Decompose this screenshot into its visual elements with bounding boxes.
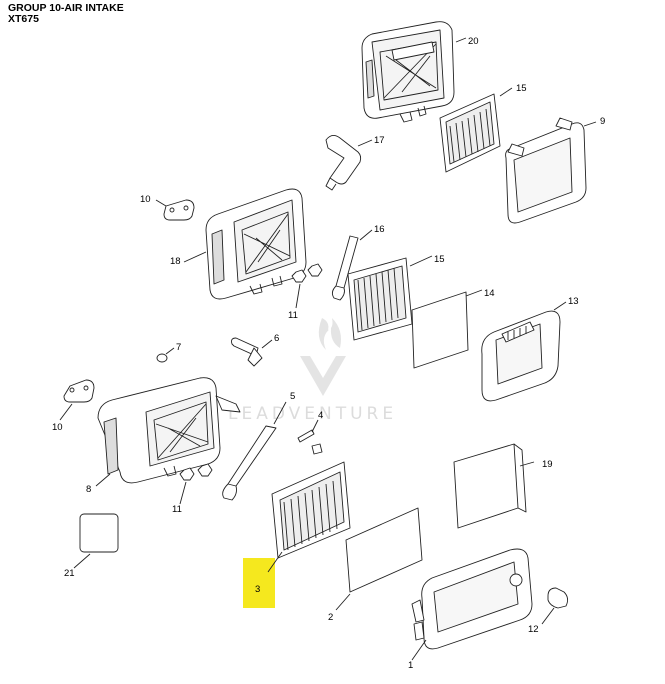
part-13-cover-middle[interactable]	[481, 310, 561, 402]
callout-10-upper: 10	[140, 194, 151, 205]
callout-6: 6	[274, 333, 279, 344]
callout-12: 12	[528, 624, 539, 635]
part-11-nuts-lower[interactable]	[179, 463, 213, 481]
part-4-bolt[interactable]	[297, 429, 323, 455]
part-11-nuts-upper[interactable]	[291, 263, 323, 283]
callout-21: 21	[64, 568, 75, 579]
highlight-callout-3[interactable]: 3	[243, 551, 283, 608]
part-6-tube[interactable]	[231, 337, 263, 367]
callout-11-lower: 11	[172, 504, 182, 515]
part-9-cover-top[interactable]	[505, 117, 587, 224]
callout-labels: 1 2 5 4 6 7 8 9 10 10 11 11 12 13 14 15 …	[52, 36, 605, 671]
callout-15-upper: 15	[516, 83, 527, 94]
callout-16: 16	[374, 224, 385, 235]
callout-1: 1	[408, 660, 413, 671]
callout-4: 4	[318, 410, 323, 421]
callout-14: 14	[484, 288, 495, 299]
callout-8: 8	[86, 484, 91, 495]
callout-20: 20	[468, 36, 479, 47]
part-16-clamp[interactable]	[331, 235, 359, 301]
callout-17: 17	[374, 135, 385, 146]
part-8-air-box[interactable]	[97, 377, 241, 484]
part-10-gasket-lower[interactable]	[63, 379, 95, 403]
callout-11-upper: 11	[288, 310, 298, 321]
model-code: XT675	[8, 13, 39, 25]
part-18-air-box[interactable]	[205, 188, 307, 300]
watermark-text: LEADVENTURE	[228, 404, 397, 424]
callout-15-lower: 15	[434, 254, 445, 265]
callout-2: 2	[328, 612, 333, 623]
part-15-filter-middle[interactable]	[347, 257, 413, 341]
callout-5: 5	[290, 391, 295, 402]
watermark: LEADVENTURE	[228, 318, 397, 424]
part-17-breather-hose[interactable]	[325, 135, 362, 191]
part-1-cover-lower[interactable]	[411, 548, 533, 650]
part-3-filter-lower[interactable]	[271, 461, 351, 559]
callout-13: 13	[568, 296, 579, 307]
part-10-gasket-upper[interactable]	[163, 199, 195, 221]
part-20-air-box[interactable]	[361, 21, 455, 123]
callout-18: 18	[170, 256, 181, 267]
callout-3: 3	[255, 584, 260, 595]
callout-10-lower: 10	[52, 422, 63, 433]
part-21-decal[interactable]	[79, 513, 119, 553]
part-14-prefilter-middle[interactable]	[411, 291, 469, 369]
part-12-knob[interactable]	[547, 587, 569, 609]
callout-7: 7	[176, 342, 181, 353]
part-7-grommet[interactable]	[156, 353, 168, 363]
diagram-title: GROUP 10-AIR INTAKE	[8, 2, 124, 14]
part-2-prefilter-lower[interactable]	[345, 507, 423, 593]
part-5-clamp[interactable]	[222, 425, 277, 501]
callout-9: 9	[600, 116, 605, 127]
callout-19: 19	[542, 459, 553, 470]
part-19-foam-block[interactable]	[453, 443, 527, 529]
part-15-filter-top[interactable]	[439, 93, 501, 173]
